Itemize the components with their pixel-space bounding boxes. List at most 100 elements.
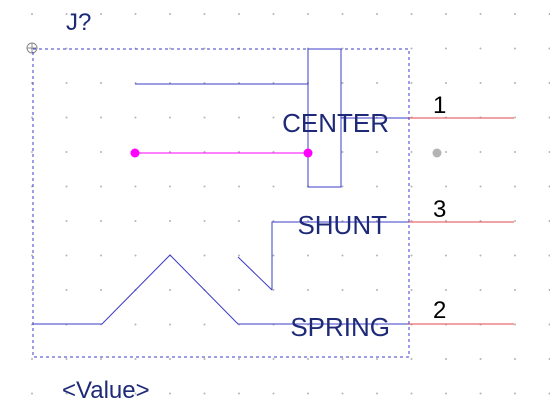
grid-dot: [307, 13, 309, 15]
grid-dot: [479, 185, 482, 188]
shunt-contact-leaf: [237, 256, 273, 291]
grid-dot: [376, 254, 378, 257]
grid-dot: [100, 116, 102, 119]
grid-dot: [272, 392, 275, 395]
grid-dot: [376, 185, 378, 188]
grid-dot: [445, 151, 447, 153]
grid-dot: [203, 220, 206, 222]
grid-dot: [514, 358, 516, 360]
grid-dot: [445, 185, 447, 188]
component-value[interactable]: <Value>: [62, 377, 150, 404]
grid-dot: [445, 289, 447, 291]
grid-dot: [100, 82, 102, 84]
grid-dot: [307, 358, 309, 360]
component-outline[interactable]: [32, 48, 410, 358]
grid-dot: [134, 185, 137, 188]
grid-dot: [514, 185, 516, 188]
grid-dot: [203, 392, 206, 395]
grid-dot: [514, 47, 516, 50]
connector-body: [33, 48, 409, 325]
grid-dot: [169, 323, 171, 326]
grid-dot: [341, 185, 344, 188]
grid-dot: [341, 13, 344, 15]
junction-dot-right[interactable]: [303, 148, 313, 158]
grid-dot: [100, 289, 102, 291]
grid-dot: [514, 151, 516, 153]
grid-dot: [100, 185, 102, 188]
grid-dot: [134, 220, 137, 222]
grid-dot: [376, 358, 378, 360]
grid-dot: [169, 392, 171, 395]
grid-dot: [169, 289, 171, 291]
grid-dot: [31, 358, 33, 360]
pin-name-shunt: SHUNT: [297, 210, 387, 240]
grid-dot: [514, 116, 516, 119]
grid-dot: [410, 47, 413, 50]
grid-dot: [514, 13, 516, 15]
grid-dot: [169, 116, 171, 119]
grid-dot: [134, 358, 137, 360]
grid-dot: [341, 392, 344, 395]
grid-dot: [238, 220, 240, 222]
grid-dot: [514, 254, 516, 257]
grid-dot: [100, 254, 102, 257]
pin-number-2: 2: [433, 297, 446, 324]
grid-dot: [307, 254, 309, 257]
grid-dot: [272, 289, 275, 291]
grid-dot: [134, 392, 137, 395]
grid-dot: [341, 358, 344, 360]
grid-dot: [169, 47, 171, 50]
grid-dot: [445, 82, 447, 84]
grid-dot: [65, 116, 68, 119]
grid-dot: [65, 82, 68, 84]
grid-dot: [479, 254, 482, 257]
grid-dot: [479, 289, 482, 291]
grid-dot: [479, 358, 482, 360]
grid-dot: [31, 13, 33, 15]
grid-dot: [445, 358, 447, 360]
grid-dot: [31, 289, 33, 291]
grid-dot: [65, 220, 68, 222]
grid-dot: [410, 254, 413, 257]
grid-dot: [341, 254, 344, 257]
grid-dot: [203, 185, 206, 188]
grid-dot: [410, 392, 413, 395]
grid-dot: [410, 151, 413, 153]
grid-dot: [479, 13, 482, 15]
grid-dot: [169, 358, 171, 360]
grid-dot: [203, 323, 206, 326]
grid-dot: [376, 392, 378, 395]
grid-dot: [514, 323, 516, 326]
spring-contact: [33, 254, 409, 325]
grid-dot: [100, 392, 102, 395]
grid-dot: [341, 151, 344, 153]
grid-dot: [272, 116, 275, 119]
reference-designator[interactable]: J?: [66, 9, 91, 36]
grid-dot: [65, 13, 68, 15]
grid-dot: [307, 392, 309, 395]
origin-marker: [26, 42, 38, 54]
grid-dot: [410, 358, 413, 360]
grid-dot: [134, 13, 137, 15]
grid-dot: [272, 185, 275, 188]
grid-dot: [272, 254, 275, 257]
grid-dot: [65, 254, 68, 257]
grid-dot: [410, 185, 413, 188]
shunt-lead: [271, 221, 409, 290]
grid-dot: [203, 13, 206, 15]
grid-dot: [100, 13, 102, 15]
grid-dot: [479, 47, 482, 50]
grid-dot: [238, 254, 240, 257]
grid-dot: [272, 13, 275, 15]
grid-dot: [272, 358, 275, 360]
grid-dot: [31, 392, 33, 395]
pin-name-center: CENTER: [282, 108, 389, 138]
grid-dot: [31, 151, 33, 153]
grid-dot: [445, 392, 447, 395]
junction-dot-left[interactable]: [130, 148, 140, 158]
grid-dot: [341, 289, 344, 291]
grid-dot: [169, 185, 171, 188]
grid-dot: [410, 82, 413, 84]
grid-dot: [203, 116, 206, 119]
